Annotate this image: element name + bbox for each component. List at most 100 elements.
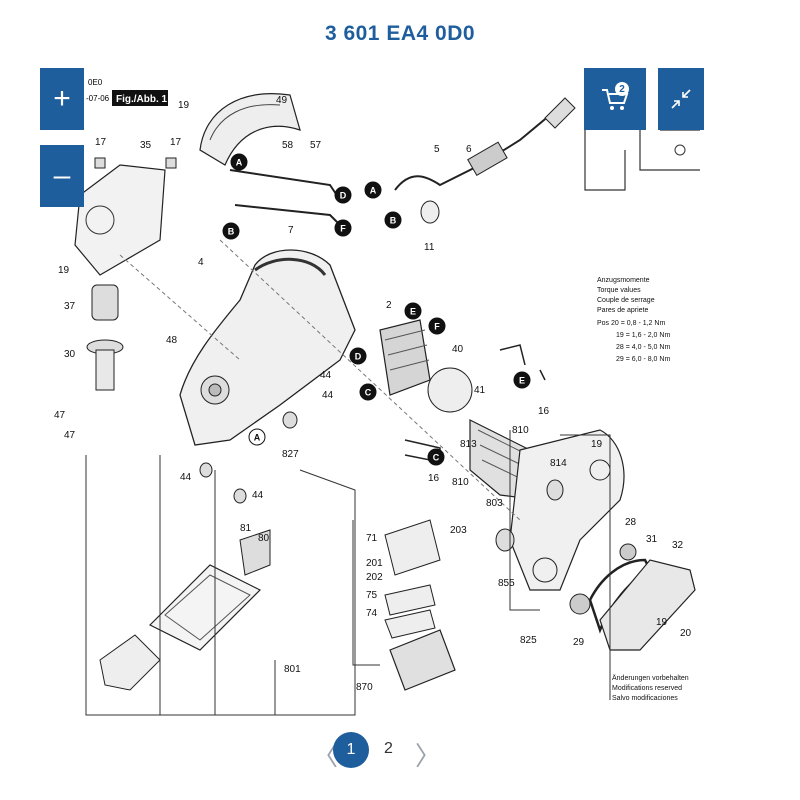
callout-marker: E [513, 371, 531, 389]
plus-icon: + [53, 82, 71, 115]
figure-label: Fig./Abb. 1 [116, 94, 168, 105]
part-number-label: 81 [240, 523, 252, 534]
next-page-icon[interactable]: 〉 [415, 741, 442, 771]
svg-text:E: E [519, 376, 525, 386]
part-number-label: 814 [550, 458, 567, 469]
part-number-label: 47 [64, 430, 76, 441]
callout-marker: F [334, 219, 352, 237]
part-number-label: 7 [288, 225, 294, 236]
part-number-label: 810 [512, 425, 529, 436]
belt-housing-part [509, 429, 625, 591]
part-number-label: 16 [428, 473, 440, 484]
svg-text:D: D [355, 352, 362, 362]
part-number-label: 825 [520, 635, 537, 646]
callout-marker: B [384, 211, 402, 229]
minus-icon: – [53, 159, 71, 192]
part-number-label: 202 [366, 572, 383, 583]
part-number-label: 44 [322, 390, 334, 401]
part-number-label: 2 [386, 300, 392, 311]
svg-text:A: A [236, 158, 243, 168]
part-number-label: 11 [424, 242, 435, 253]
callout-marker: B [222, 222, 240, 240]
blade-guard-part [199, 93, 301, 166]
svg-text:F: F [434, 322, 440, 332]
main-housing-part [179, 249, 356, 446]
part-number-label: 201 [366, 558, 383, 569]
svg-text:A: A [370, 186, 377, 196]
callout-marker: D [349, 347, 367, 365]
part-number-label: 32 [672, 540, 684, 551]
torque-row: 29 = 6,0 - 8,0 Nm [616, 356, 670, 363]
part-number-label: 31 [646, 534, 658, 545]
collapse-arrows-icon [671, 89, 691, 109]
svg-text:A: A [254, 433, 261, 443]
page-title: 3 601 EA4 0D0 [324, 22, 476, 45]
footer-note-en: Modifications reserved [612, 685, 682, 692]
part-number-label: 71 [366, 533, 378, 544]
cart-button[interactable]: 2 [584, 68, 646, 130]
svg-text:D: D [340, 191, 347, 201]
part-number-label: 827 [282, 449, 299, 460]
part-number-label: 803 [486, 498, 503, 509]
part-number-label: 810 [452, 477, 469, 488]
part-number-label: 17 [170, 137, 182, 148]
svg-text:F: F [340, 224, 346, 234]
blade-drum-part [389, 629, 456, 691]
callout-marker: E [404, 302, 422, 320]
fan-part [427, 367, 473, 413]
part-number-label: 28 [625, 517, 637, 528]
part-number-label: 19 [178, 100, 190, 111]
part-number-label: 44 [252, 490, 264, 501]
side-cover-part [74, 164, 166, 276]
part-number-label: 49 [276, 95, 288, 106]
svg-text:C: C [365, 388, 372, 398]
cart-count-badge: 2 [615, 82, 629, 96]
part-number-label: 29 [573, 637, 585, 648]
header-code: 0E0 [88, 78, 103, 87]
svg-text:B: B [390, 216, 397, 226]
page-2-button[interactable]: 2 [384, 740, 393, 757]
callout-marker: A [230, 153, 248, 171]
stator-part [379, 319, 431, 396]
part-number-label: 74 [366, 608, 378, 619]
zoom-in-button[interactable]: + [40, 68, 84, 130]
part-number-label: 35 [140, 140, 152, 151]
callout-marker: F [428, 317, 446, 335]
svg-text:C: C [433, 453, 440, 463]
part-number-label: 801 [284, 664, 301, 675]
part-number-label: 19 [591, 439, 603, 450]
page-1-button[interactable]: 1 [333, 732, 369, 768]
torque-heading-fr: Couple de serrage [597, 297, 655, 304]
pagination: 〈 1 2 〉 [0, 726, 800, 776]
header-date: -07-06 [86, 94, 110, 103]
part-number-label: 813 [460, 439, 477, 450]
part-number-label: 37 [64, 301, 76, 312]
part-number-label: 40 [452, 344, 464, 355]
callout-marker: C [427, 448, 445, 466]
torque-row: 19 = 1,6 - 2,0 Nm [616, 332, 670, 339]
torque-row: 28 = 4,0 - 5,0 Nm [616, 344, 670, 351]
guide-plate-part [148, 564, 262, 651]
part-number-label: 30 [64, 349, 76, 360]
part-number-label: 870 [356, 682, 373, 693]
exploded-parts-diagram: 0E0 -07-06 Fig./Abb. 1 [54, 78, 700, 716]
part-number-label: 19 [656, 617, 668, 628]
footer-note-fr: Salvo modificaciones [612, 695, 678, 702]
part-number-label: 6 [466, 144, 472, 155]
part-number-label: 58 [282, 140, 294, 151]
part-number-label: 19 [58, 265, 70, 276]
part-number-label: 41 [474, 385, 486, 396]
callout-marker: C [359, 383, 377, 401]
collapse-button[interactable] [658, 68, 704, 130]
part-number-label: 5 [434, 144, 440, 155]
callout-marker: D [334, 186, 352, 204]
torque-heading-en: Torque values [597, 287, 641, 294]
part-number-label: 57 [310, 140, 322, 151]
part-number-label: 16 [538, 406, 550, 417]
part-number-label: 44 [320, 370, 332, 381]
zoom-out-button[interactable]: – [40, 145, 84, 207]
torque-heading-es: Pares de apriete [597, 307, 648, 314]
part-number-label: 855 [498, 578, 515, 589]
footer-note-de: Änderungen vorbehalten [612, 674, 689, 682]
svg-text:B: B [228, 227, 235, 237]
